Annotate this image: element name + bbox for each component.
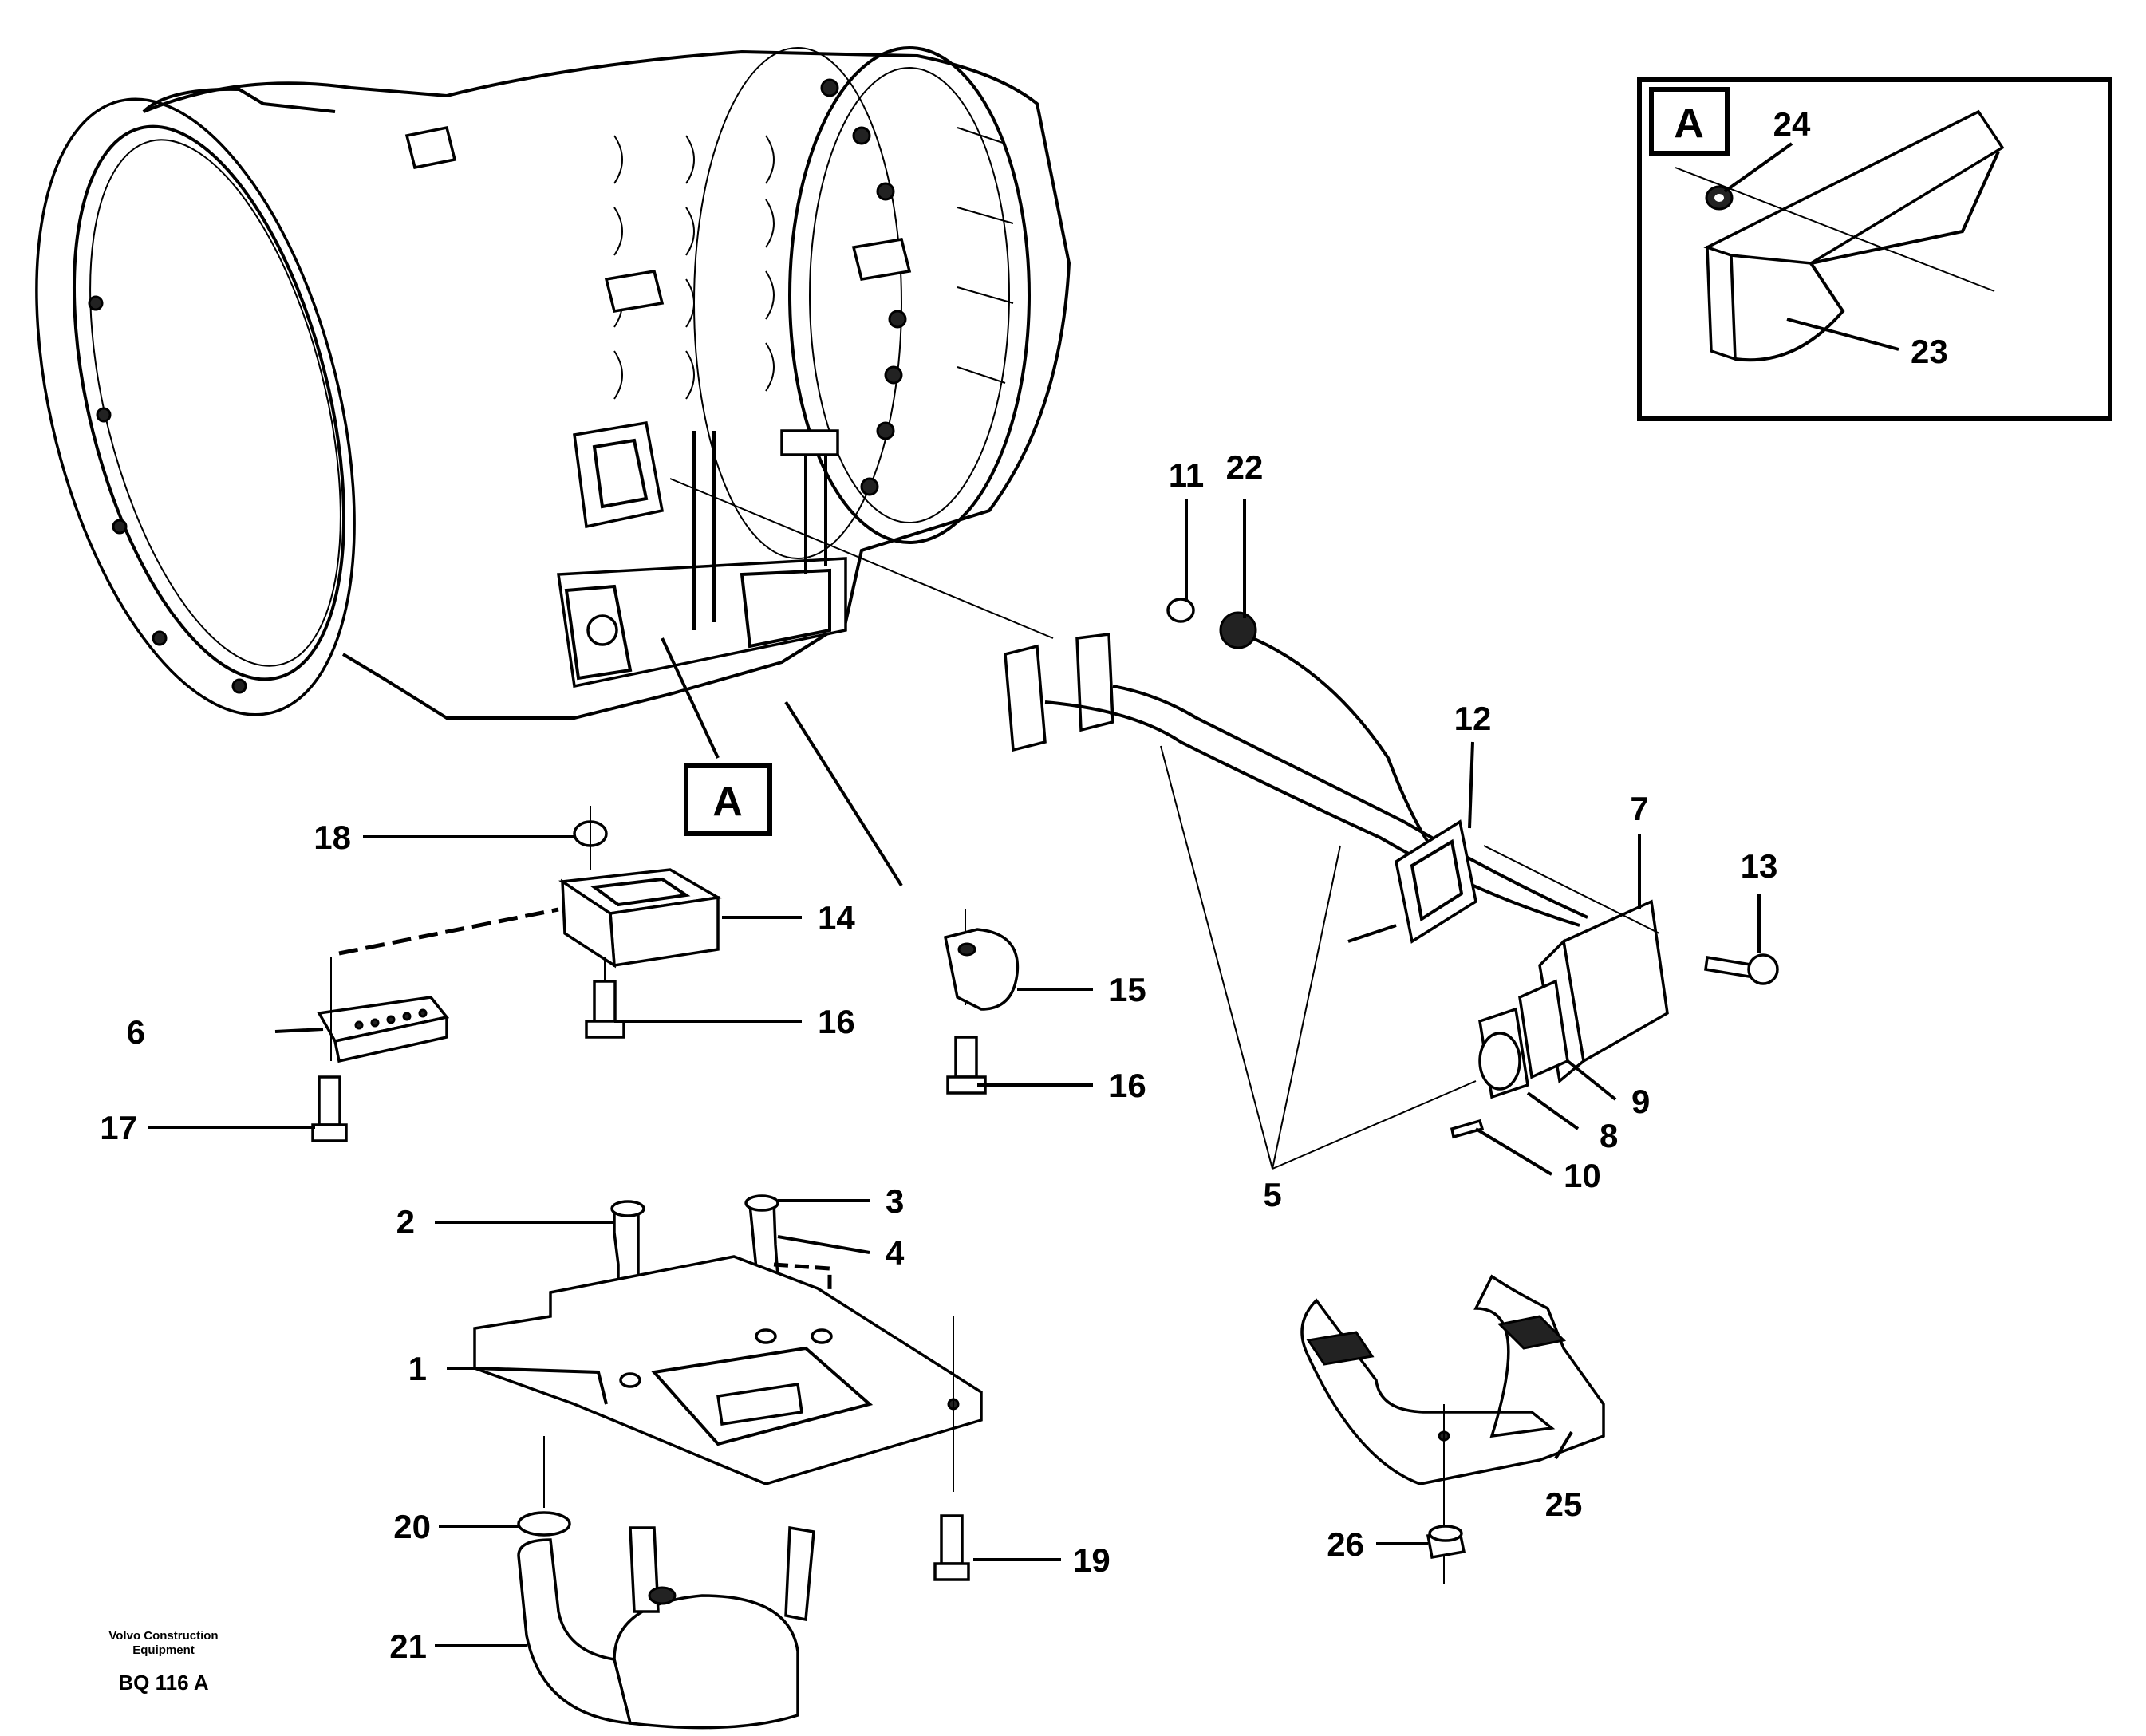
callout-20: 20 [393,1508,431,1545]
callout-24: 24 [1773,105,1811,143]
parts-group-center [943,909,1020,1095]
callout-3: 3 [886,1182,904,1220]
callout-16-upper: 16 [818,1003,855,1040]
callout-15: 15 [1109,971,1146,1008]
callout-22: 22 [1226,448,1264,486]
callout-19: 19 [1073,1541,1110,1579]
detail-view-letter: A [1674,101,1704,147]
callout-8: 8 [1600,1117,1618,1154]
callout-4: 4 [886,1234,905,1272]
callout-11: 11 [1169,456,1204,494]
callout-6: 6 [127,1013,145,1051]
callout-12: 12 [1454,700,1492,737]
callout-17: 17 [100,1109,137,1146]
drawing-code: BQ 116 A [118,1671,208,1695]
detail-reference-letter: A [712,779,743,825]
parts-group-right-lower [1300,1274,1605,1584]
leader-housing-to-bracket-15 [784,700,903,887]
callout-14: 14 [818,899,855,937]
callout-16-lower: 16 [1109,1067,1146,1104]
leader-port-to-detail-a [661,637,720,759]
detail-reference-a: A [684,763,772,836]
brand-line-1: Volvo Construction [108,1629,218,1643]
parts-group-lower [473,1194,983,1730]
wiring-harness [1004,598,1779,1170]
callout-1: 1 [408,1350,427,1387]
callout-10: 10 [1564,1157,1601,1194]
callout-21: 21 [389,1628,427,1665]
callout-9: 9 [1631,1083,1650,1120]
footer: Volvo Construction Equipment BQ 116 A [108,1629,218,1695]
callout-leaders [148,142,1899,1647]
callout-5: 5 [1263,1176,1281,1213]
callout-25: 25 [1545,1485,1583,1523]
callout-labels: 1 2 3 4 5 6 7 8 9 10 11 12 13 14 15 16 1… [100,105,1947,1665]
transmission-housing [35,46,1071,720]
callout-26: 26 [1327,1525,1364,1563]
parts-group-left [311,806,723,1142]
detail-view-a: A [1637,77,2112,421]
brand-line-2: Equipment [132,1643,195,1657]
callout-2: 2 [396,1203,415,1241]
callout-13: 13 [1741,847,1778,885]
callout-23: 23 [1911,333,1948,370]
callout-7: 7 [1630,790,1648,827]
callout-18: 18 [314,819,351,856]
leader-housing-to-harness [669,478,1054,639]
